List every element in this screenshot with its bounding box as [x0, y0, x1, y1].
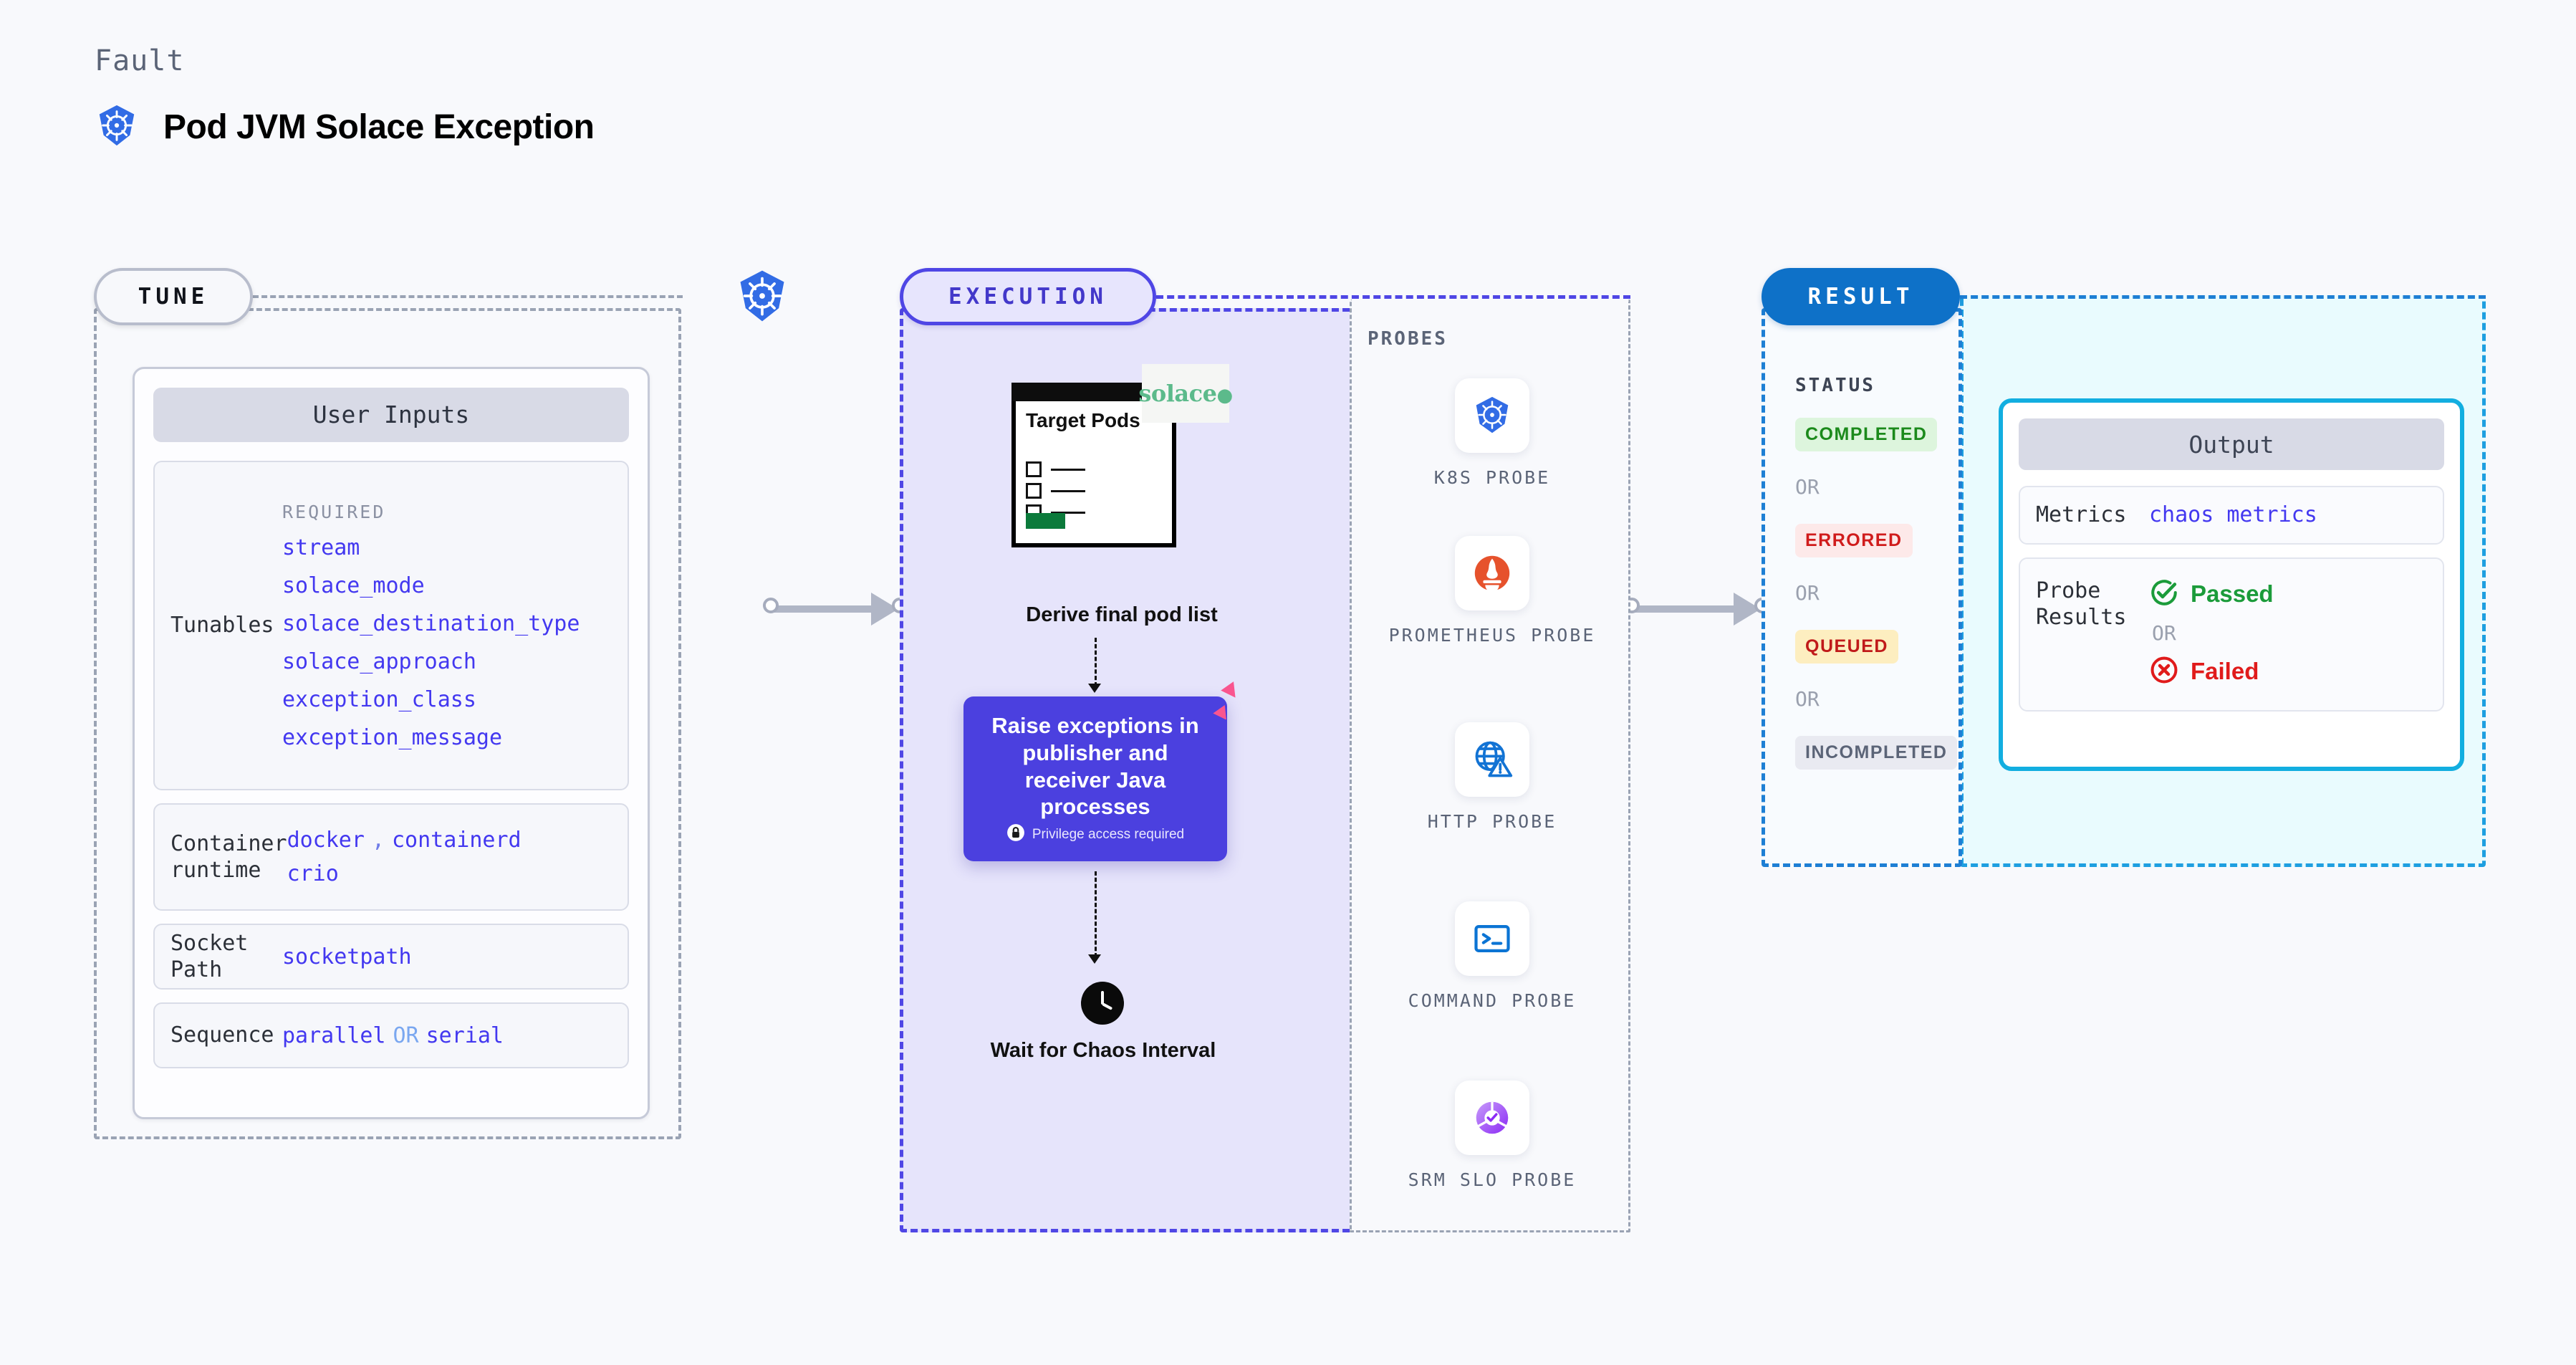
container-runtime-label: Container runtime	[170, 830, 287, 883]
x-circle-icon	[2149, 655, 2179, 689]
page-title: Pod JVM Solace Exception	[163, 108, 595, 146]
runtime-value[interactable]: containerd	[392, 828, 522, 853]
socket-path-row: Socket Path socketpath	[153, 924, 629, 990]
probe-label: COMMAND PROBE	[1408, 990, 1577, 1011]
target-pods-title: Target Pods	[1026, 409, 1140, 431]
page-header: Fault Pod JVM Solace Exception	[95, 44, 595, 151]
green-action-bar	[1026, 513, 1065, 529]
container-runtime-row: Container runtime docker, containerd crio	[153, 803, 629, 911]
solace-wordmark: solace	[1138, 380, 1217, 407]
connector-endpoint	[763, 598, 779, 613]
probes-title: PROBES	[1368, 328, 1448, 350]
probe-result-failed: Failed	[2149, 655, 2274, 689]
or-label: OR	[1795, 687, 1820, 711]
probes-region: PROBES K8S PROBE	[1350, 300, 1630, 1232]
result-status-region: STATUS COMPLETED OR ERRORED OR QUEUED OR…	[1762, 308, 1962, 867]
socket-path-value[interactable]: socketpath	[282, 944, 412, 969]
result-dashed-connector	[1960, 295, 2486, 299]
step-caption-derive: Derive final pod list	[1026, 603, 1218, 626]
list-item	[1026, 461, 1085, 477]
flow-connector	[1095, 638, 1097, 686]
or-label: OR	[1795, 475, 1820, 499]
prometheus-icon	[1455, 536, 1529, 610]
probe-label: HTTP PROBE	[1427, 811, 1557, 832]
kubernetes-icon	[734, 268, 790, 327]
result-pill[interactable]: RESULT	[1762, 268, 1960, 325]
solace-logo: solace●	[1138, 364, 1233, 423]
probe-label: SRM SLO PROBE	[1408, 1169, 1577, 1190]
runtime-value[interactable]: docker	[287, 828, 365, 853]
tunables-label: Tunables	[170, 613, 274, 638]
probe-results-row: Probe Results Passed OR	[2019, 557, 2444, 712]
privilege-note: Privilege access required	[1032, 826, 1185, 842]
tunable-item[interactable]: exception_message	[282, 724, 503, 750]
tunable-item[interactable]: solace_mode	[282, 573, 425, 598]
metrics-label: Metrics	[2036, 502, 2127, 527]
output-card: Output Metrics chaos metrics Probe Resul…	[1999, 398, 2464, 771]
sequence-separator: OR	[393, 1022, 419, 1048]
execution-pill[interactable]: EXECUTION	[900, 268, 1156, 325]
action-card-text: Raise exceptions in publisher and receiv…	[991, 713, 1199, 820]
status-badge-queued: QUEUED	[1795, 630, 1898, 664]
checkbox-icon	[1026, 461, 1042, 477]
runtime-separator: ,	[371, 828, 385, 853]
socket-path-label: Socket Path	[170, 930, 249, 983]
step-caption-wait: Wait for Chaos Interval	[990, 1039, 1216, 1062]
status-badge-incompleted: INCOMPLETED	[1795, 736, 1958, 770]
probe-http[interactable]: HTTP PROBE	[1352, 722, 1633, 834]
checkbox-icon	[1026, 483, 1042, 499]
runtime-value[interactable]: crio	[287, 861, 339, 886]
probe-prometheus[interactable]: PROMETHEUS PROBE	[1352, 536, 1633, 648]
probe-label: K8S PROBE	[1433, 467, 1551, 488]
user-inputs-card: User Inputs Tunables REQUIRED stream sola…	[133, 367, 650, 1119]
kubernetes-icon	[1455, 378, 1529, 453]
http-globe-icon	[1455, 722, 1529, 797]
tunables-list: stream solace_mode solace_destination_type…	[282, 535, 628, 750]
tunable-item[interactable]: solace_approach	[282, 648, 476, 674]
execution-dashed-connector	[1156, 295, 1630, 299]
probe-label: PROMETHEUS PROBE	[1388, 625, 1596, 646]
eyebrow-label: Fault	[95, 44, 185, 77]
sequence-value[interactable]: parallel	[282, 1022, 386, 1048]
check-circle-icon	[2149, 578, 2179, 611]
status-title: STATUS	[1795, 375, 1875, 396]
tunable-item[interactable]: solace_destination_type	[282, 610, 580, 636]
probe-results-label: Probe Results	[2036, 578, 2127, 631]
tunable-item[interactable]: exception_class	[282, 686, 476, 712]
sequence-label: Sequence	[170, 1022, 274, 1048]
arrow-head-icon	[1088, 684, 1101, 693]
clock-icon	[1081, 982, 1124, 1025]
flow-connector	[1095, 871, 1097, 957]
terminal-icon	[1455, 901, 1529, 976]
probe-srm-slo[interactable]: SRM SLO PROBE	[1352, 1081, 1633, 1192]
kubernetes-icon	[95, 103, 139, 151]
or-label: OR	[2152, 621, 2176, 645]
metrics-row: Metrics chaos metrics	[2019, 486, 2444, 545]
failed-label: Failed	[2191, 658, 2259, 684]
sequence-row: Sequence parallel OR serial	[153, 1002, 629, 1068]
probe-result-passed: Passed	[2149, 578, 2274, 611]
probe-k8s[interactable]: K8S PROBE	[1352, 378, 1633, 490]
passed-label: Passed	[2191, 580, 2274, 607]
srm-slo-icon	[1455, 1081, 1529, 1155]
or-label: OR	[1795, 581, 1820, 605]
status-badge-errored: ERRORED	[1795, 524, 1913, 557]
status-badge-completed: COMPLETED	[1795, 418, 1938, 451]
litmus-ribbon-icon	[1204, 678, 1246, 723]
probe-command[interactable]: COMMAND PROBE	[1352, 901, 1633, 1013]
lock-icon	[1006, 823, 1025, 846]
arrow-head-icon	[1088, 954, 1101, 964]
list-item	[1026, 483, 1085, 499]
required-label: REQUIRED	[282, 501, 386, 522]
tune-dashed-connector	[253, 295, 683, 298]
output-title: Output	[2019, 418, 2444, 470]
sequence-value[interactable]: serial	[426, 1022, 504, 1048]
tune-pill[interactable]: TUNE	[94, 268, 253, 325]
metrics-value[interactable]: chaos metrics	[2149, 502, 2317, 528]
tunable-item[interactable]: stream	[282, 535, 360, 560]
action-card: Raise exceptions in publisher and receiv…	[963, 681, 1236, 861]
tune-region	[94, 308, 681, 1139]
user-inputs-title: User Inputs	[153, 388, 629, 442]
